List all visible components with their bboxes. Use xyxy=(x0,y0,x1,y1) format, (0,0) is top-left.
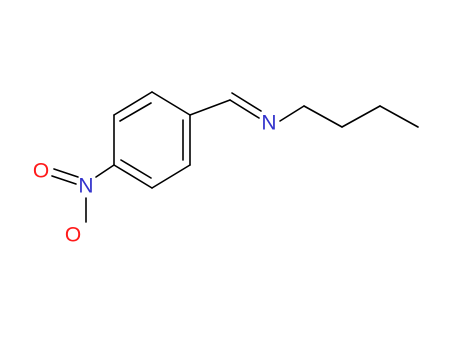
nitro-oxygen-top-label: O xyxy=(33,160,49,183)
ring-bond xyxy=(151,164,191,189)
chain-bond xyxy=(379,105,419,128)
n-c-bond xyxy=(279,105,305,122)
imine-double-bond-b xyxy=(231,92,262,112)
n-o-double-bond-a xyxy=(51,175,77,185)
ring-bond xyxy=(113,91,153,116)
ring-inner-bond xyxy=(120,159,152,179)
nitro-oxygen-bottom-label: O xyxy=(65,224,81,247)
ring-bond xyxy=(113,164,153,189)
ring-inner-bond xyxy=(119,102,152,122)
nitro-nitrogen-label: N xyxy=(78,175,93,198)
imine-nitrogen-label: N xyxy=(261,112,276,135)
chain-bond xyxy=(303,105,343,128)
n-o-double-bond-b xyxy=(53,168,79,178)
imine-double-bond-a xyxy=(229,99,260,119)
aryl-ch-bond xyxy=(189,99,231,116)
ring-bond xyxy=(151,91,191,116)
c-n-nitro-bond xyxy=(95,164,115,178)
chain-bond xyxy=(341,105,381,128)
